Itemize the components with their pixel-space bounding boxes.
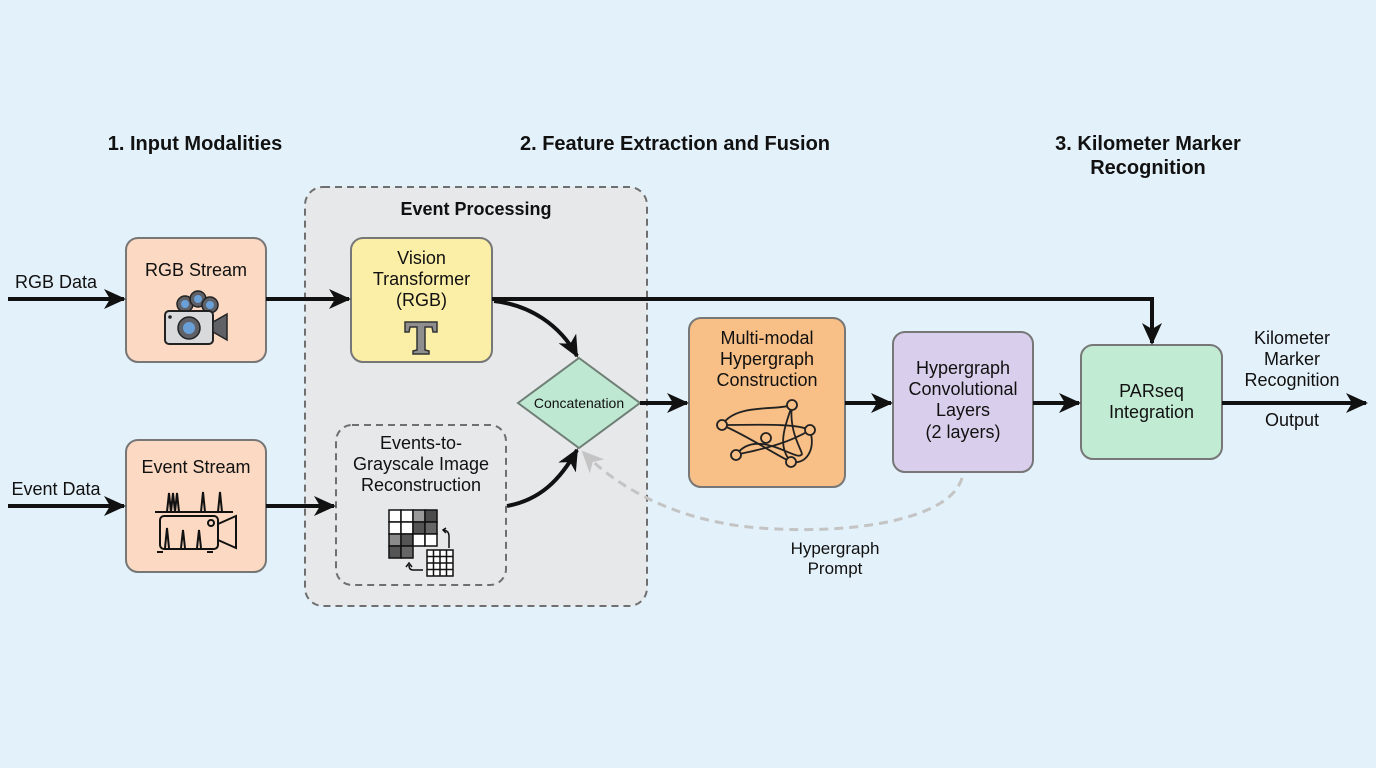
hypergraph-construction-line3: Construction xyxy=(716,370,818,391)
rgb-stream-label: RGB Stream xyxy=(144,260,248,280)
parseq-line1: PARseq xyxy=(1119,381,1184,401)
hypergraph-icon xyxy=(716,399,816,468)
event-data-label: Event Data xyxy=(11,479,101,499)
e2g-label-line2: Grayscale Image xyxy=(352,454,490,475)
hypergraph-prompt-label: Hypergraph Prompt xyxy=(770,539,900,579)
parseq-label: PARseq Integration xyxy=(1081,381,1222,423)
hypergraph-construction-line2: Hypergraph xyxy=(719,349,815,370)
output-line2: Marker xyxy=(1263,349,1320,370)
hypergraph-prompt-line1: Hypergraph xyxy=(790,539,880,558)
hypergraph-construction-label: Multi-modal Hypergraph Construction xyxy=(689,328,845,392)
e2g-label-line3: Reconstruction xyxy=(360,475,482,496)
vit-label: Vision Transformer (RGB) xyxy=(351,248,492,312)
image-grid-icon xyxy=(388,509,454,577)
transformer-T-icon xyxy=(404,321,438,355)
edge-hypergraph-prompt xyxy=(581,450,964,532)
e2g-label-line1: Events-to- xyxy=(379,433,463,453)
parseq-line2: Integration xyxy=(1108,402,1195,423)
edge-vit-to-parseq xyxy=(492,297,1162,345)
hypergraph-prompt-line2: Prompt xyxy=(807,559,863,579)
hgcl-label: Hypergraph Convolutional Layers (2 layer… xyxy=(893,358,1033,443)
hgcl-line4: (2 layers) xyxy=(925,421,1001,442)
output-line1: Kilometer xyxy=(1253,328,1331,348)
output-sublabel: Output xyxy=(1264,410,1320,430)
output-line3: Recognition xyxy=(1244,370,1340,391)
hgcl-line3: Layers xyxy=(935,400,991,421)
hgcl-line1: Hypergraph xyxy=(915,358,1011,378)
hypergraph-construction-line1: Multi-modal xyxy=(720,328,814,348)
e2g-label: Events-to- Grayscale Image Reconstructio… xyxy=(336,433,506,497)
rgb-data-label: RGB Data xyxy=(14,272,98,292)
event-processing-title: Event Processing xyxy=(400,199,552,219)
vit-label-line3: (RGB) xyxy=(396,290,447,311)
event-stream-label: Event Stream xyxy=(141,457,251,477)
vit-label-line1: Vision xyxy=(397,248,446,268)
hgcl-line2: Convolutional xyxy=(908,379,1018,400)
event-camera-icon xyxy=(155,491,237,553)
vit-label-line2: Transformer xyxy=(372,269,471,290)
section-title-fusion: 2. Feature Extraction and Fusion xyxy=(519,133,831,155)
edge-vit-to-concat xyxy=(493,299,579,358)
camera-icon xyxy=(164,290,228,345)
section-title-recognition: 3. Kilometer Marker Recognition xyxy=(1055,133,1241,179)
concatenation-diamond xyxy=(516,356,642,450)
concatenation-label: Concatenation xyxy=(533,395,625,411)
edge-e2g-to-concat xyxy=(506,448,579,508)
output-label: Kilometer Marker Recognition xyxy=(1232,328,1352,392)
section-title-input: 1. Input Modalities xyxy=(107,133,283,155)
e2g-box xyxy=(335,424,507,586)
